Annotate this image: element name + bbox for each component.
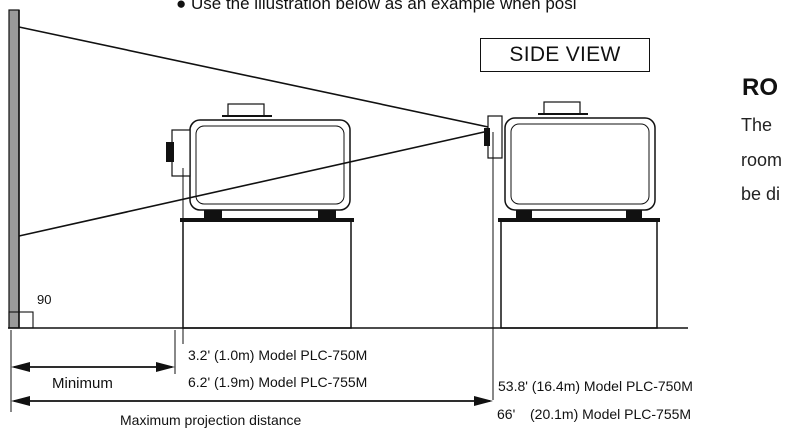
right-angle-mark bbox=[8, 311, 34, 329]
dimension-lines bbox=[10, 330, 493, 412]
projection-beam bbox=[18, 26, 494, 237]
projector-far bbox=[484, 101, 660, 400]
max-distance-plc755m-detail: (20.1m) Model PLC-755M bbox=[530, 406, 692, 422]
projector-near bbox=[166, 103, 354, 344]
side-view-label: SIDE VIEW bbox=[509, 43, 621, 66]
angle-label: 90 bbox=[37, 292, 52, 307]
maximum-distance-label: Maximum projection distance bbox=[120, 412, 302, 428]
max-distance-plc755m-feet: 66' bbox=[497, 406, 516, 422]
instruction-note: ● Use the illustration below as an examp… bbox=[176, 0, 577, 13]
projection-screen bbox=[8, 9, 20, 329]
section-heading: RO bbox=[742, 74, 778, 101]
min-distance-plc755m: 6.2' (1.9m) Model PLC-755M bbox=[188, 374, 368, 390]
body-text-line: room bbox=[741, 150, 783, 170]
body-text-line: The bbox=[741, 115, 773, 135]
min-distance-plc750m: 3.2' (1.0m) Model PLC-750M bbox=[188, 347, 368, 363]
minimum-label: Minimum bbox=[52, 375, 113, 392]
side-view-label-box: SIDE VIEW bbox=[480, 38, 650, 72]
max-distance-plc750m: 53.8' (16.4m) Model PLC-750M bbox=[498, 378, 693, 394]
body-text-line: be di bbox=[741, 184, 781, 204]
